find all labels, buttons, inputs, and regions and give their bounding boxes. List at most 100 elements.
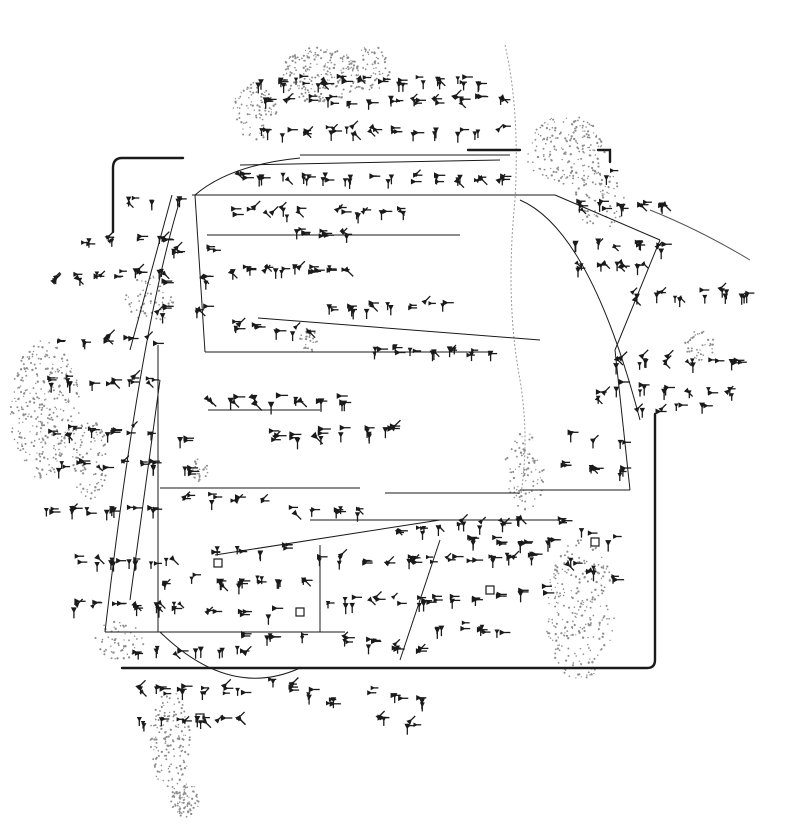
cuneiform-sign xyxy=(292,260,306,275)
cuneiform-sign xyxy=(596,259,611,272)
cuneiform-sign xyxy=(572,240,579,253)
sign-row xyxy=(203,392,352,415)
sign-row xyxy=(341,631,429,655)
cuneiform-sign xyxy=(467,534,480,551)
cuneiform-sign xyxy=(614,258,630,272)
cuneiform-sign xyxy=(301,576,313,587)
cuneiform-sign xyxy=(426,593,443,606)
cuneiform-sign xyxy=(131,600,144,617)
cuneiform-sign xyxy=(341,266,354,277)
cuneiform-sign xyxy=(699,287,710,304)
stipple-region xyxy=(527,116,606,185)
sign-row xyxy=(629,282,755,308)
cuneiform-sign xyxy=(440,299,454,312)
cuneiform-sign xyxy=(108,557,127,572)
sign-row xyxy=(43,503,163,521)
cuneiform-sign xyxy=(176,683,193,701)
cuneiform-sign xyxy=(192,646,204,659)
tablet-right-edge xyxy=(298,412,657,670)
cuneiform-sign xyxy=(416,694,427,712)
cuneiform-sign xyxy=(408,303,418,311)
sign-row xyxy=(180,491,270,511)
cuneiform-sign xyxy=(140,459,150,467)
cuneiform-sign xyxy=(81,339,91,350)
cuneiform-sign xyxy=(282,93,296,104)
stipple-region xyxy=(191,458,209,483)
sign-row xyxy=(268,676,341,709)
cuneiform-sign xyxy=(738,290,755,305)
cuneiform-sign xyxy=(354,506,364,522)
cuneiform-sign xyxy=(362,558,373,566)
cuneiform-sign xyxy=(272,266,291,279)
cuneiform-sign xyxy=(163,555,180,566)
cuneiform-sign xyxy=(114,269,127,280)
cuneiform-sign xyxy=(84,507,97,517)
cuneiform-sign xyxy=(256,174,271,187)
cuneiform-sign xyxy=(295,205,307,218)
stipple-region xyxy=(504,433,545,511)
cuneiform-sign xyxy=(158,716,170,727)
cuneiform-sign xyxy=(415,74,426,90)
cuneiform-sign xyxy=(73,271,84,286)
cuneiform-sign xyxy=(356,74,372,85)
sign-row xyxy=(375,710,422,735)
cuneiform-sign xyxy=(149,458,162,476)
cuneiform-sign xyxy=(293,226,311,240)
cuneiform-sign xyxy=(492,534,508,547)
stipple-region xyxy=(170,783,200,818)
cuneiform-sign xyxy=(378,208,393,221)
stipple-region xyxy=(282,46,361,103)
sign-row xyxy=(613,349,747,375)
cuneiform-sign xyxy=(288,677,300,693)
sign-row xyxy=(372,344,498,362)
impressed-mark xyxy=(485,585,495,595)
cuneiform-sign xyxy=(264,633,282,646)
cuneiform-sign xyxy=(120,455,130,465)
cuneiform-sign xyxy=(231,205,244,218)
sign-row xyxy=(434,620,511,639)
sign-row xyxy=(268,419,401,450)
cuneiform-sign xyxy=(590,434,599,449)
cuneiform-sign xyxy=(415,643,429,655)
ruling-line xyxy=(554,194,661,241)
cuneiform-sign xyxy=(194,303,215,319)
cuneiform-sign xyxy=(383,555,396,567)
cuneiform-sign xyxy=(633,403,646,418)
cuneiform-sign xyxy=(132,649,144,660)
sign-row xyxy=(161,578,171,590)
cuneiform-sign xyxy=(363,300,379,319)
cuneiform-sign xyxy=(637,349,649,370)
cuneiform-sign xyxy=(204,606,223,616)
cuneiform-sign xyxy=(396,77,408,92)
sign-row xyxy=(47,369,160,393)
cuneiform-sign xyxy=(365,99,379,110)
sign-row xyxy=(572,238,672,260)
cuneiform-sign xyxy=(227,393,246,410)
cuneiform-sign xyxy=(637,381,650,397)
cuneiform-sign xyxy=(341,631,355,647)
cuneiform-sign xyxy=(106,377,123,389)
sign-row xyxy=(234,169,512,189)
cuneiform-sign xyxy=(586,565,597,582)
cuneiform-sign xyxy=(474,174,488,186)
cuneiform-sign xyxy=(453,174,465,189)
cuneiform-sign xyxy=(544,536,561,552)
cuneiform-sign xyxy=(498,517,512,533)
cuneiform-sign xyxy=(367,123,383,137)
cuneiform-sign xyxy=(153,683,172,696)
cuneiform-sign xyxy=(372,346,389,360)
cuneiform-sign xyxy=(596,198,613,212)
tablet-top-right-corner xyxy=(596,148,612,164)
cuneiform-sign xyxy=(455,74,473,91)
crack-line xyxy=(504,44,526,501)
cuneiform-sign xyxy=(232,317,246,334)
cuneiform-sign xyxy=(306,686,320,705)
cuneiform-sign xyxy=(674,402,688,411)
cuneiform-sign xyxy=(176,715,192,724)
cuneiform-sign xyxy=(454,127,470,143)
ruling-line xyxy=(129,194,173,351)
cuneiform-sign xyxy=(64,423,82,444)
cuneiform-sign xyxy=(136,233,149,242)
cuneiform-sign xyxy=(661,384,675,400)
cuneiform-sign xyxy=(145,376,160,389)
